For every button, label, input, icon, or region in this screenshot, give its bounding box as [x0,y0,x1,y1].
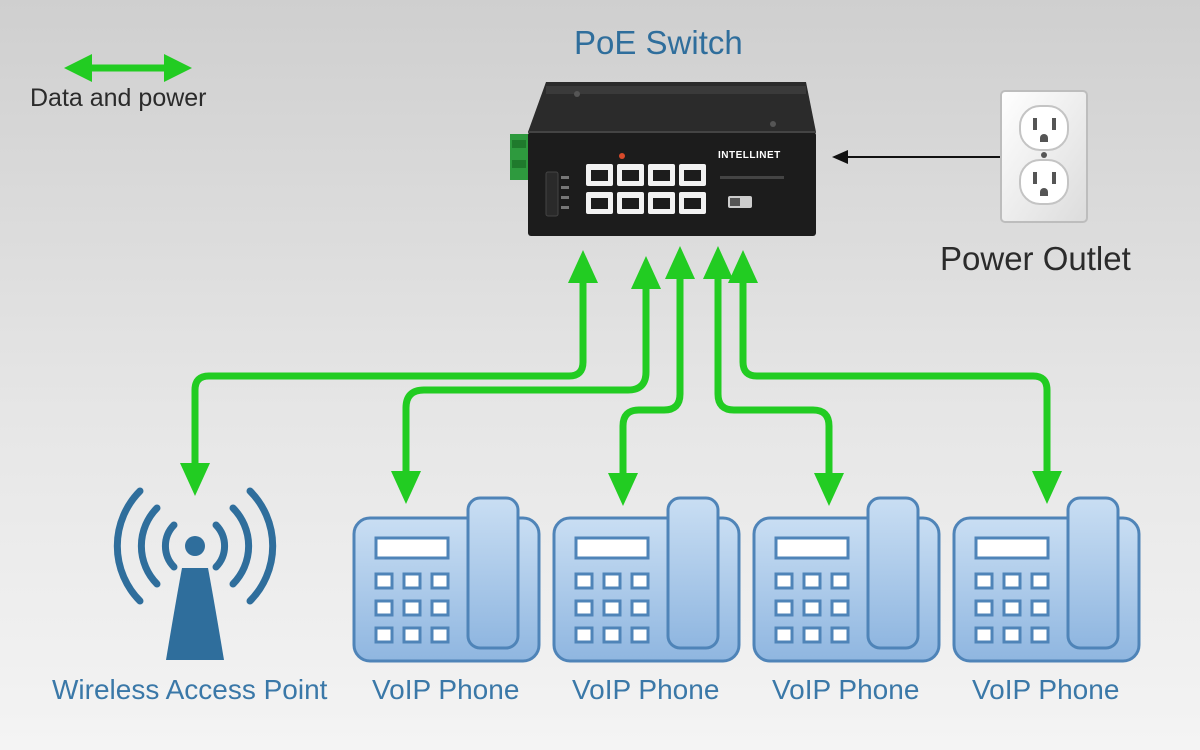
wireless-access-point-icon [113,487,277,660]
switch-title: PoE Switch [574,24,743,61]
device-label-phone-2: VoIP Phone [572,674,720,705]
link-line-phone-4 [739,272,1051,482]
legend-double-arrow-icon [64,54,192,82]
device-label-phone-1: VoIP Phone [372,674,520,705]
voip-phone-icon [752,496,941,663]
voip-phone-icon [552,496,741,663]
link-lines [191,268,1051,484]
device-label-phone-3: VoIP Phone [772,674,920,705]
device-label-access-point: Wireless Access Point [52,674,328,705]
legend-label: Data and power [30,84,207,112]
voip-phone-icon [952,496,1141,663]
power-arrow-icon [832,150,1000,164]
device-label-phone-4: VoIP Phone [972,674,1120,705]
link-line-access-point [191,272,587,474]
link-arrowheads [180,246,1062,506]
link-line-phone-2 [619,268,684,484]
voip-phone-icon [352,496,541,663]
power-outlet-label: Power Outlet [940,240,1131,277]
poe-switch-icon [510,82,816,236]
switch-brand-logo: INTELLINET [718,150,781,161]
power-outlet-icon [1000,90,1088,223]
link-line-phone-1 [402,278,650,482]
link-line-phone-3 [714,268,833,484]
